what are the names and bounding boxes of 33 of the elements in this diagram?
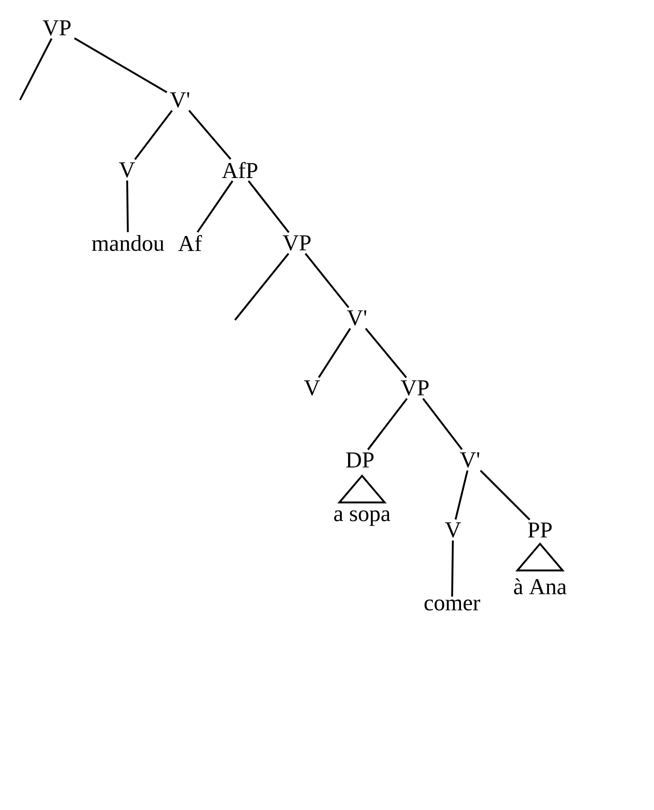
- branch-line: [134, 110, 173, 160]
- branch-line: [367, 398, 408, 450]
- tree-label: VP: [42, 20, 71, 36]
- branch-line: [126, 180, 129, 232]
- branch-line: [365, 328, 407, 378]
- branch-line: [188, 110, 232, 160]
- branch-line: [480, 470, 530, 520]
- tree-label: V: [119, 162, 135, 178]
- tree-label: a sopa: [334, 510, 390, 526]
- tree-label: DP: [346, 452, 374, 468]
- branch-line: [19, 38, 52, 100]
- tree-label: comer: [424, 600, 480, 610]
- tree-label: mandou: [92, 235, 164, 251]
- branch-line: [74, 37, 168, 94]
- tree-label: VP: [282, 235, 311, 251]
- tree-label: PP: [528, 522, 552, 538]
- tree-label: V': [170, 92, 190, 108]
- branch-line: [451, 540, 454, 597]
- branch-line: [234, 252, 290, 321]
- branch-line: [422, 398, 463, 450]
- branch-line: [304, 252, 350, 308]
- branch-line: [318, 328, 352, 378]
- tree-label: V: [304, 380, 320, 396]
- tree-label: Af: [178, 235, 202, 251]
- branch-line: [196, 180, 234, 233]
- branch-line: [248, 180, 290, 234]
- tree-label: V': [347, 310, 366, 326]
- tree-label: VP: [400, 380, 429, 396]
- tree-label: V': [460, 452, 480, 468]
- tree-label: V: [445, 522, 461, 538]
- tree-label: AfP: [222, 162, 258, 178]
- tree-label: à Ana: [514, 578, 566, 594]
- branch-line: [454, 470, 468, 520]
